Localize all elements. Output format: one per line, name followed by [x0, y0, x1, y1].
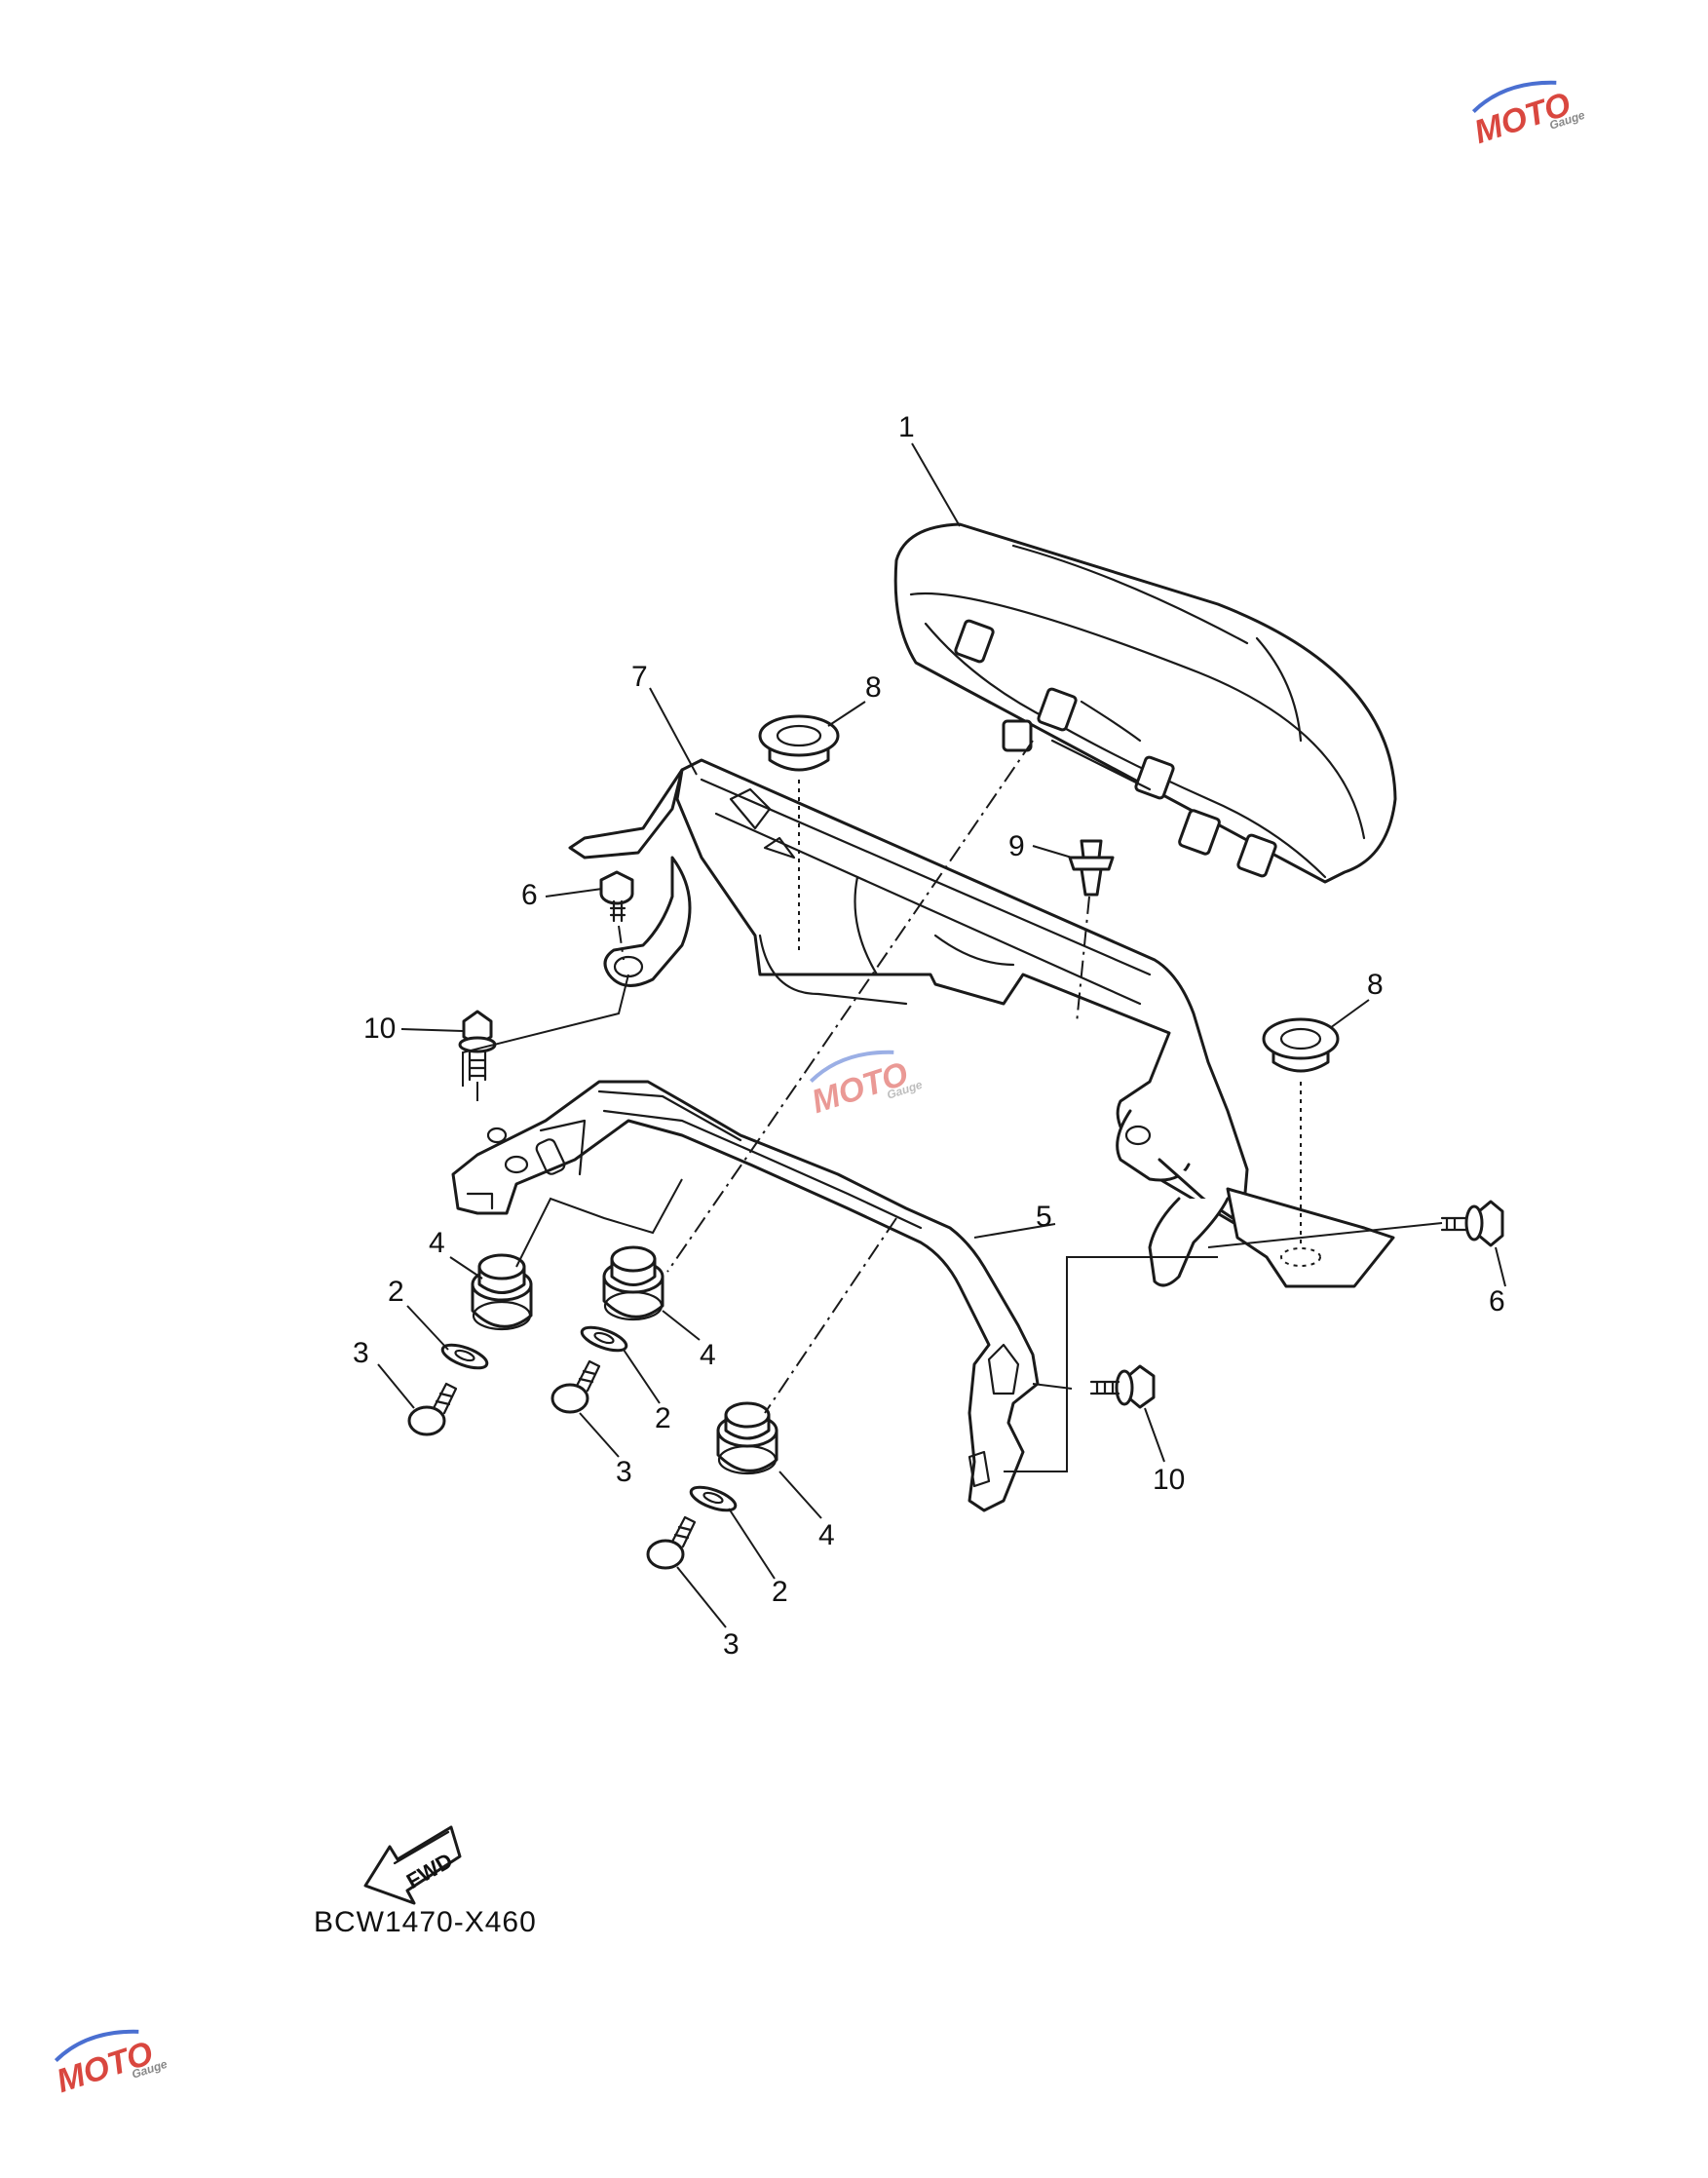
callout-4-lower: 4 — [818, 1519, 835, 1551]
callout-2-middle: 2 — [655, 1402, 671, 1434]
upper-bracket — [568, 758, 1249, 1287]
callout-6-right: 6 — [1489, 1285, 1505, 1318]
fwd-arrow-icon: FWD — [363, 1825, 462, 1905]
callout-labels: 1 7 8 9 6 10 8 5 6 4 2 3 4 2 3 10 4 2 3 — [353, 411, 1505, 1661]
watermark-logo-top-right: MOTO Gauge — [1469, 80, 1587, 151]
screw-3-left — [407, 1382, 458, 1436]
callout-3-lower: 3 — [723, 1628, 740, 1661]
callout-10-left: 10 — [363, 1013, 396, 1045]
callout-4-middle: 4 — [700, 1339, 716, 1371]
damper-4-left — [471, 1253, 533, 1331]
assembly-guides — [462, 740, 1443, 1472]
callout-5: 5 — [1036, 1201, 1052, 1233]
callout-10-right: 10 — [1153, 1464, 1185, 1496]
diagram-code: BCW1470-X460 — [314, 1906, 537, 1938]
clip-fastener — [1068, 839, 1115, 897]
callout-3-middle: 3 — [616, 1456, 632, 1488]
callout-4-left: 4 — [429, 1227, 445, 1259]
grommet-upper — [758, 714, 840, 772]
callout-7: 7 — [631, 661, 648, 693]
callout-2-left: 2 — [388, 1276, 404, 1308]
bolt-10-left — [458, 1010, 497, 1082]
callout-6-upper: 6 — [521, 879, 538, 911]
damper-4-lower — [716, 1401, 778, 1475]
callout-leaders — [377, 442, 1506, 1628]
bolt-10-right — [1089, 1364, 1156, 1409]
callout-8-upper: 8 — [865, 671, 882, 704]
grommet-lower — [1262, 1017, 1340, 1073]
callout-2-lower: 2 — [772, 1576, 788, 1608]
meter-assembly — [893, 522, 1397, 884]
callout-8-lower: 8 — [1367, 969, 1384, 1001]
screw-3-middle — [550, 1359, 601, 1414]
washer-2-lower — [689, 1485, 738, 1512]
watermark-logo-bottom-left: MOTO Gauge — [52, 2029, 170, 2100]
screw-3-lower — [646, 1515, 697, 1570]
callout-9: 9 — [1008, 830, 1025, 862]
washer-2-left — [440, 1343, 489, 1370]
damper-4-middle — [602, 1245, 664, 1321]
watermark-logo-center: MOTO Gauge — [807, 1050, 925, 1121]
callout-1: 1 — [898, 411, 915, 443]
bolt-6-right — [1440, 1200, 1504, 1247]
lower-stay — [451, 1080, 1040, 1512]
bolt-6-upper — [599, 870, 634, 923]
washer-2-middle — [580, 1325, 628, 1353]
callout-3-left: 3 — [353, 1337, 369, 1369]
